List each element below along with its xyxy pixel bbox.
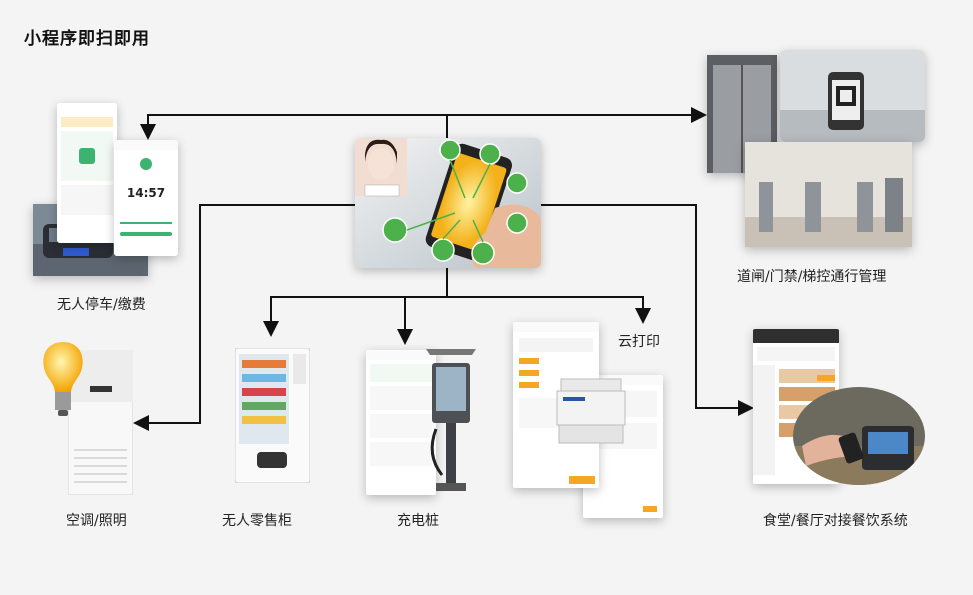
label-canteen: 食堂/餐厅对接餐饮系统 [763,513,908,529]
printer-image [555,375,627,445]
label-charging: 充电桩 [397,513,439,529]
label-access: 道闸/门禁/梯控通行管理 [737,269,887,285]
label-parking: 无人停车/缴费 [57,297,146,313]
label-print: 云打印 [618,334,660,350]
turnstile-photo [745,142,912,247]
parking-app-screen-back [57,103,117,243]
parking-icon [79,148,95,164]
line-to-vending [263,268,448,337]
line-to-print [447,296,651,324]
page-title: 小程序即扫即用 [24,29,150,49]
line-to-parking [140,114,448,150]
central-hub-image [355,138,541,268]
print-app-screen-front [513,322,599,488]
charging-pile-image [422,345,480,495]
parking-time: 14:57 [126,186,166,200]
qr-scan-photo [780,50,925,142]
smartphone-icon [355,138,541,268]
charging-app-screen [366,350,436,495]
light-bulb-icon [40,340,86,420]
check-icon [140,158,152,170]
canteen-payment-photo [792,386,927,486]
vending-machine-image [234,347,311,484]
label-vending: 无人零售柜 [222,513,292,529]
label-aircon: 空调/照明 [66,513,127,529]
parking-app-screen-front: 14:57 [114,140,178,256]
line-to-canteen [540,204,754,416]
line-to-aircon [133,204,355,431]
